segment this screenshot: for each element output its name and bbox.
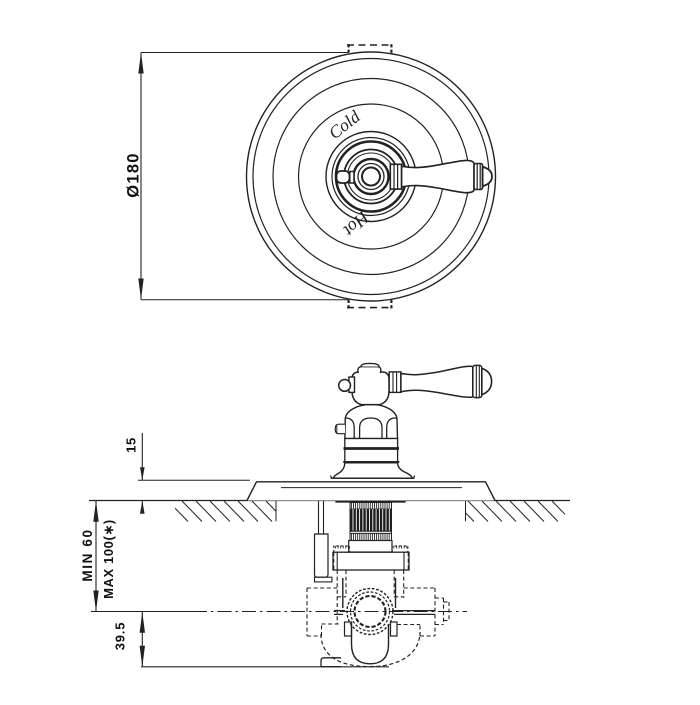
svg-text:15: 15 [124, 437, 139, 453]
svg-text:39.5: 39.5 [112, 622, 127, 651]
svg-text:Ø180: Ø180 [124, 152, 142, 198]
svg-text:MAX 100(∗): MAX 100(∗) [101, 519, 116, 599]
svg-text:MIN 60: MIN 60 [80, 528, 95, 581]
